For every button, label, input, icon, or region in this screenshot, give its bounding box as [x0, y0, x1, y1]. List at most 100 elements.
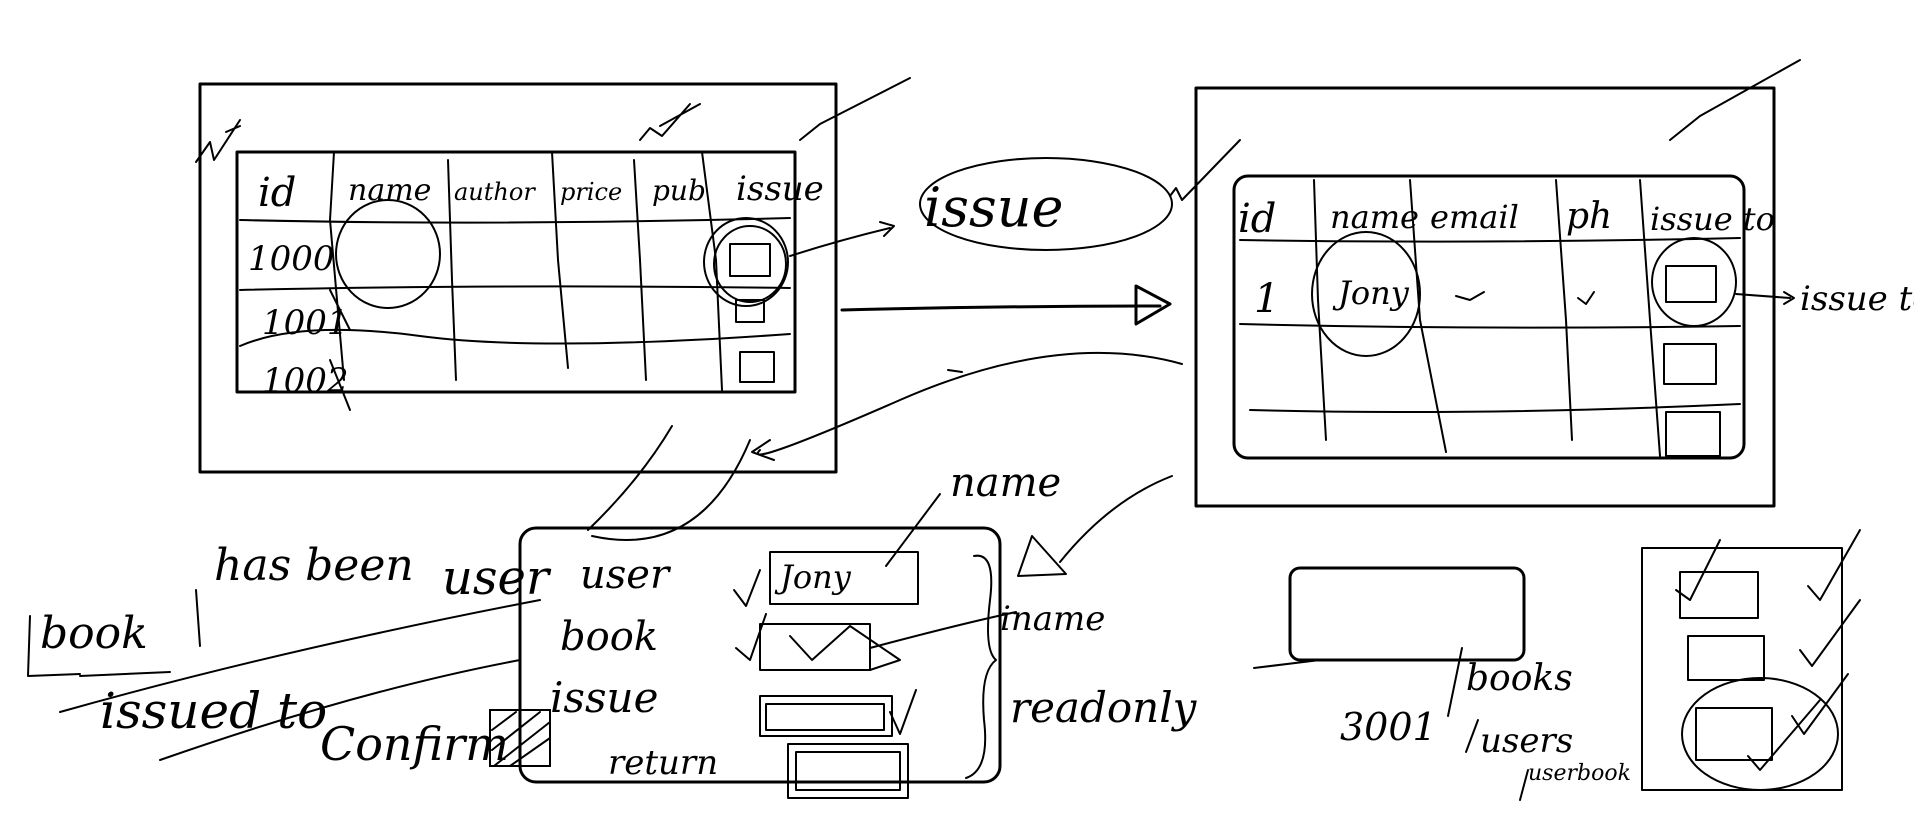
triangle-marker [1017, 535, 1067, 577]
connector-arrow [1735, 293, 1791, 299]
check-mark [1747, 699, 1821, 771]
grid-line [1239, 237, 1741, 243]
annotation-leader [869, 611, 1017, 649]
confirm-hatch [491, 711, 551, 767]
check-mark [799, 77, 911, 141]
panel-button[interactable] [1687, 635, 1765, 681]
book-bracket [195, 589, 201, 647]
connector-line [1059, 475, 1173, 563]
highlight-circle [703, 217, 789, 307]
return-button-inner [795, 751, 901, 791]
next-arrow [840, 304, 1162, 312]
books-header-price: price [560, 178, 622, 206]
dialog-label-book: book [560, 614, 658, 660]
brace [965, 554, 997, 779]
book-input[interactable] [759, 623, 871, 671]
issue-dialog-frame [518, 526, 1002, 784]
issue-label: issue [924, 176, 1063, 239]
menu-users[interactable]: users [1480, 721, 1573, 761]
check-mark [195, 119, 241, 163]
check-mark [889, 689, 917, 735]
connector-line [587, 425, 673, 531]
underline [159, 659, 521, 761]
users-header-email: email [1430, 198, 1519, 236]
button-panel [1641, 547, 1843, 791]
dialog-label-user: user [580, 552, 672, 598]
grid-line [633, 159, 647, 381]
confirmation-note: book has been issued to user [27, 540, 552, 761]
issue-button[interactable] [739, 351, 775, 383]
grid-line [1409, 179, 1447, 453]
users-header-name: name [1330, 198, 1419, 236]
pen-stroke [947, 369, 963, 373]
note-user: user [442, 550, 552, 606]
books-header-pub: pub [652, 174, 706, 207]
grid-line [701, 151, 723, 391]
panel-button[interactable] [1695, 707, 1773, 761]
note-has-been: has been [214, 540, 414, 591]
connector-line [591, 439, 751, 541]
check-mark [1669, 59, 1801, 141]
check-mark [1799, 599, 1861, 667]
annotation-name: name [950, 460, 1061, 506]
dialog-label-return: return [608, 743, 718, 783]
issue-flow: issue [751, 139, 1241, 461]
books-header-issue: issue [736, 169, 824, 209]
books-screen-frame [198, 82, 838, 474]
menu-books[interactable]: books [1466, 658, 1573, 699]
divider [1465, 719, 1479, 753]
pen-stroke [1253, 659, 1321, 669]
panel-button[interactable] [1679, 571, 1759, 619]
check-mark [733, 569, 761, 607]
highlight-circle [713, 225, 787, 303]
issue-to-button[interactable] [1665, 265, 1717, 303]
user-input[interactable] [769, 551, 919, 605]
menu-userbook[interactable]: userbook [1528, 761, 1631, 786]
underline [59, 599, 541, 713]
underline [79, 671, 171, 677]
user-input-value: Jony [774, 558, 852, 596]
back-arrow [756, 351, 1183, 456]
books-row-id: 1000 [248, 239, 335, 279]
books-row-id: 1001 [262, 303, 349, 343]
check-mark [1169, 139, 1241, 201]
annotation-leader [885, 493, 941, 567]
divider [1519, 769, 1529, 801]
users-header-ph: ph [1566, 196, 1612, 237]
highlight-circle [1651, 237, 1737, 327]
issue-button[interactable] [735, 299, 765, 323]
issue-button[interactable] [729, 243, 771, 277]
annotation-readonly: readonly [1010, 683, 1198, 732]
check-mark [1675, 539, 1721, 601]
issue-dialog: user book issue return Jony name iname r… [320, 425, 1198, 799]
book-bracket [27, 615, 81, 677]
lower-right: 3001 books users userbook [1253, 529, 1861, 801]
books-row-id: 1002 [262, 361, 349, 401]
grid-line [239, 328, 791, 347]
arrow-head [1783, 291, 1795, 305]
dialog-label-issue: issue [550, 673, 658, 722]
issue-to-button[interactable] [1665, 411, 1721, 457]
grid-line [551, 151, 569, 369]
arrow-head [879, 221, 895, 237]
check-mark [639, 103, 701, 141]
issue-to-button[interactable] [1663, 343, 1717, 385]
return-button[interactable] [787, 743, 909, 799]
highlight-circle [1681, 677, 1839, 791]
books-header-id: id [258, 170, 296, 216]
books-header-author: author [454, 178, 536, 206]
users-screen: id name email ph issue to 1 Jony issue t… [1194, 59, 1914, 508]
highlight-circle [335, 199, 441, 309]
grid-line [1249, 403, 1741, 413]
users-screen-frame [1194, 86, 1776, 508]
highlight-circle [1311, 231, 1421, 357]
users-row-name: Jony [1332, 274, 1410, 312]
book-input-check [789, 625, 901, 671]
check-mark [735, 613, 767, 661]
count-value: 3001 [1340, 705, 1437, 749]
check-mark [1577, 291, 1595, 305]
note-book: book [40, 608, 148, 659]
grid-line [1555, 179, 1573, 441]
grid-line [239, 217, 791, 224]
note-issued-to: issued to [100, 682, 327, 740]
